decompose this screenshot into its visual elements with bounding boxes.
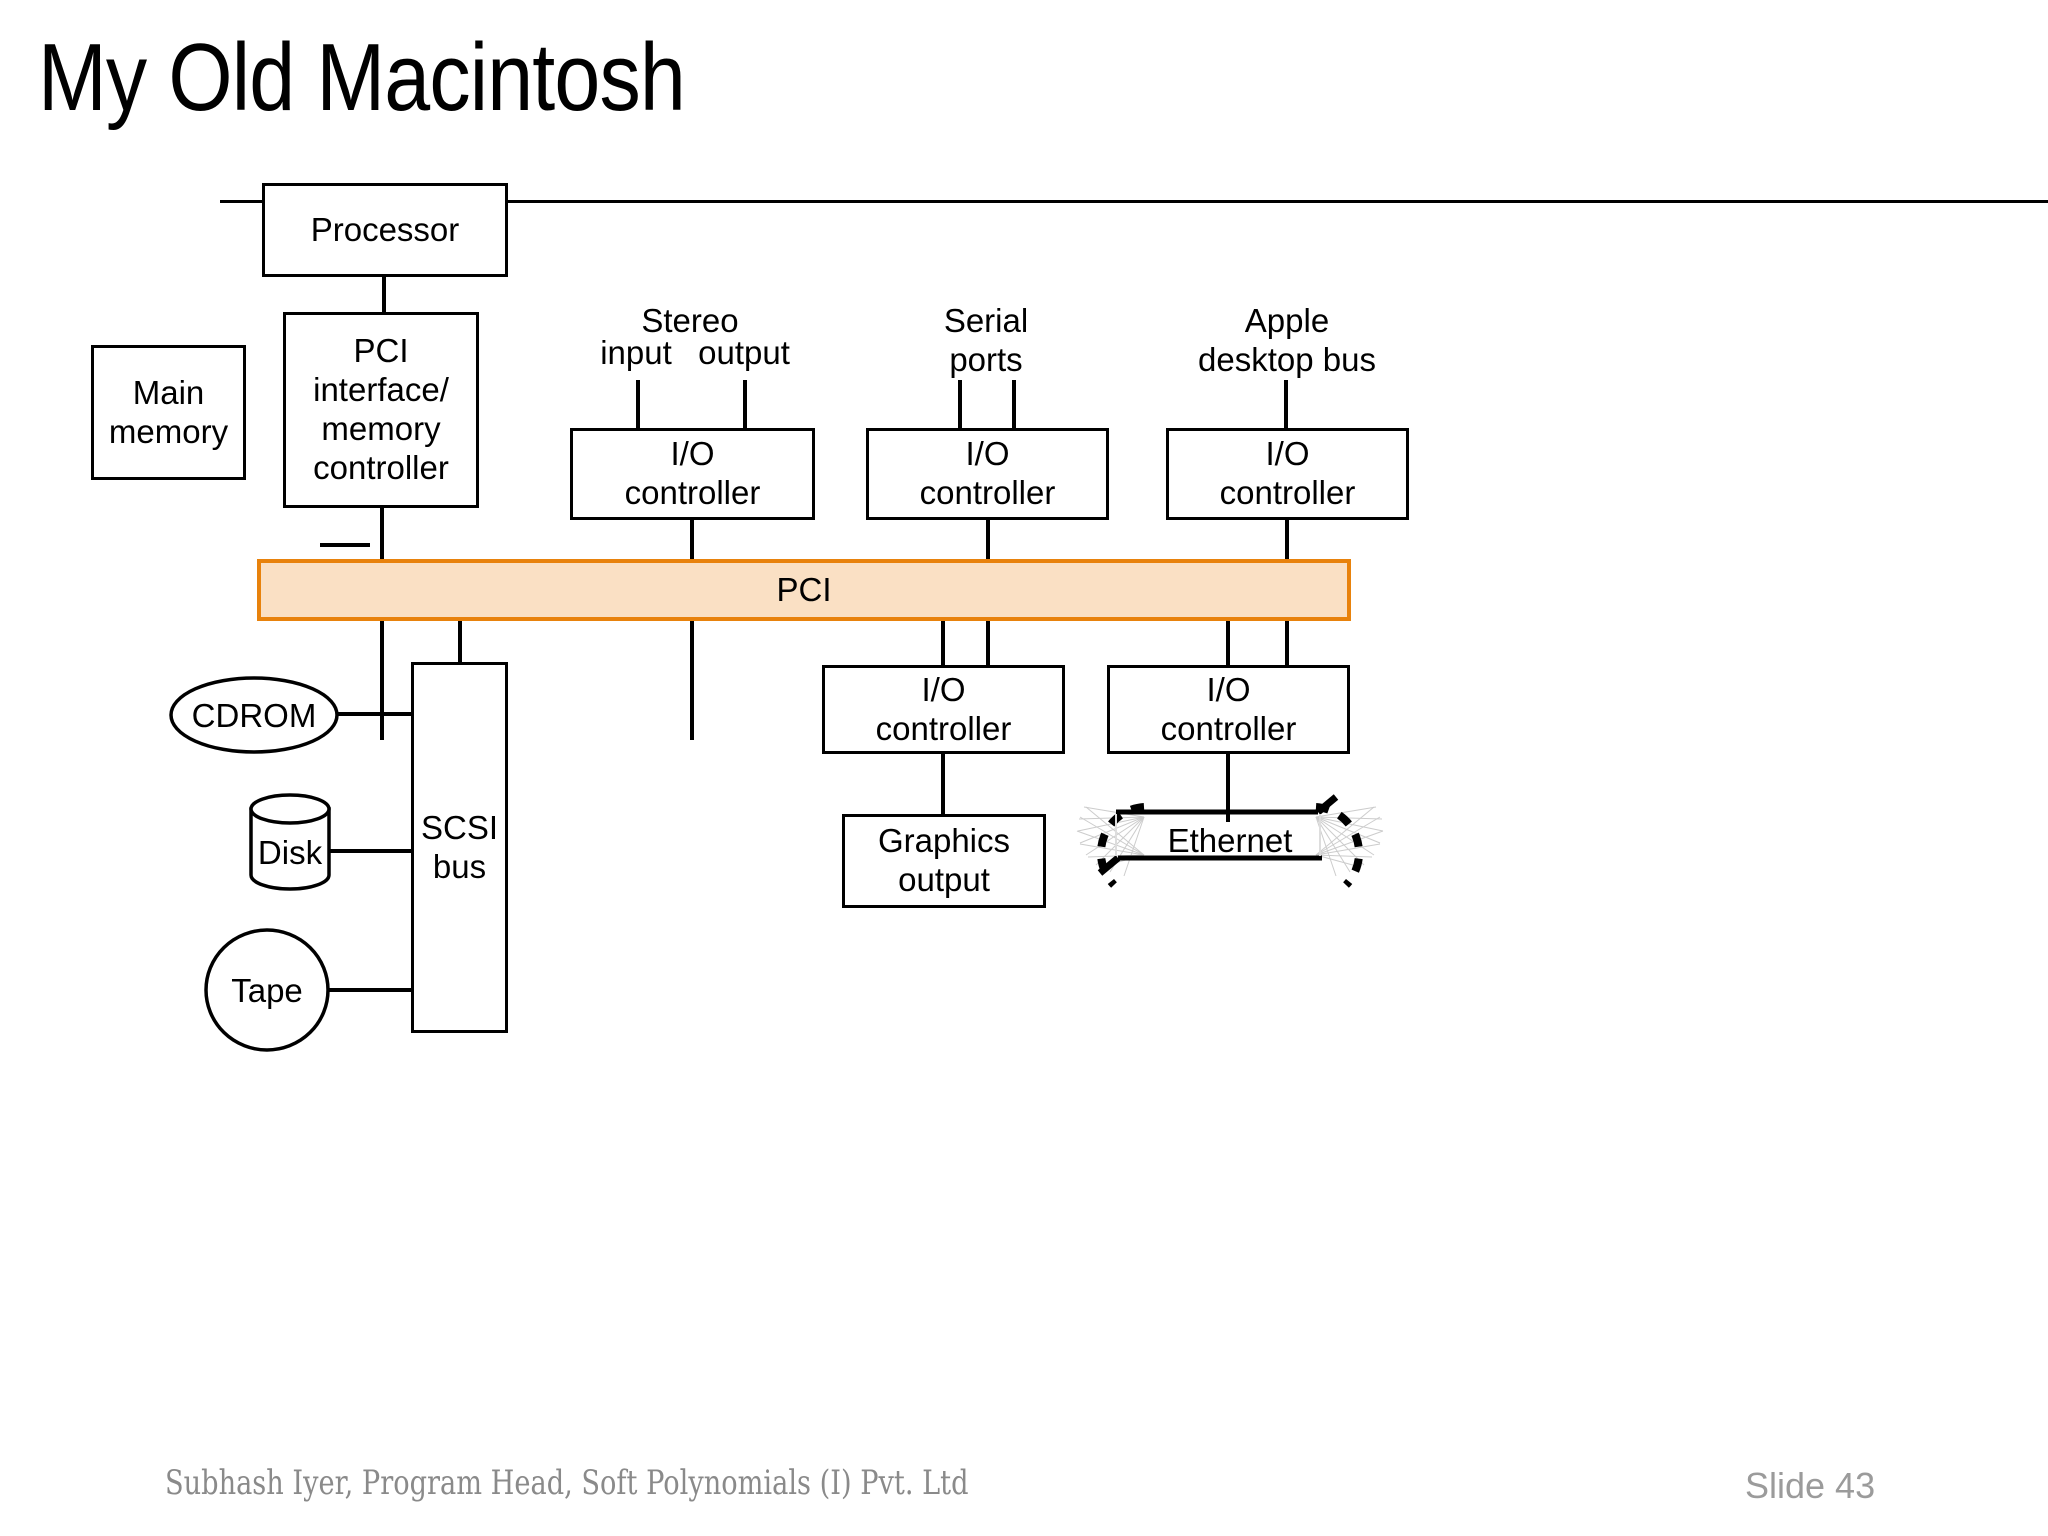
wire-main-memory-to-pci-interface <box>320 543 370 547</box>
page-title: My Old Macintosh <box>38 24 686 131</box>
wire-serial-port-stub-1 <box>958 380 962 428</box>
wire-cdrom-to-scsi-bus <box>333 712 416 716</box>
wire-tape-to-scsi-bus <box>329 988 416 992</box>
label-stereo-input: input <box>600 334 672 371</box>
shape-ethernet[interactable] <box>1070 781 1390 897</box>
node-io-controller-ethernet[interactable]: I/O controller <box>1107 665 1350 754</box>
wire-io-adb-to-pci-bus <box>1285 518 1289 740</box>
wire-pci-interface-to-pci-bus <box>380 505 384 740</box>
wire-pci-bus-to-io-graphics <box>941 618 945 668</box>
node-graphics-output[interactable]: Graphics output <box>842 814 1046 908</box>
wire-processor-to-pci-interface <box>382 274 386 324</box>
label-stereo-output: output <box>698 334 790 371</box>
wire-pci-bus-to-scsi-bus <box>458 618 462 668</box>
wire-io-stereo-to-pci-bus <box>690 518 694 740</box>
title-divider-rule <box>220 200 2048 203</box>
wire-disk-to-scsi-bus <box>327 849 416 853</box>
wire-io-ethernet-to-ethernet <box>1226 752 1230 822</box>
wire-io-graphics-to-graphics-output <box>941 752 945 816</box>
footer-credit: Subhash Iyer, Program Head, Soft Polynom… <box>165 1463 969 1503</box>
wire-io-serial-to-pci-bus <box>986 518 990 740</box>
node-main-memory[interactable]: Main memory <box>91 345 246 480</box>
wire-stereo-output-stub <box>743 380 747 428</box>
node-pci-bus[interactable]: PCI <box>257 559 1351 621</box>
node-io-controller-stereo[interactable]: I/O controller <box>570 428 815 520</box>
node-processor[interactable]: Processor <box>262 183 508 277</box>
label-serial-ports: Serial ports <box>943 302 1029 378</box>
node-scsi-bus[interactable]: SCSI bus <box>411 662 508 1033</box>
node-pci-interface-memory-controller[interactable]: PCI interface/ memory controller <box>283 312 479 508</box>
wire-apple-desktop-bus-stub <box>1284 380 1288 428</box>
shape-cdrom-ellipse[interactable] <box>168 675 340 755</box>
footer-slide-number: Slide 43 <box>1745 1465 1876 1506</box>
wire-pci-bus-to-io-ethernet <box>1226 618 1230 668</box>
label-stereo: Stereo <box>641 302 739 339</box>
node-io-controller-serial[interactable]: I/O controller <box>866 428 1109 520</box>
shape-disk-cylinder[interactable] <box>249 793 331 891</box>
node-io-controller-apple-desktop-bus[interactable]: I/O controller <box>1166 428 1409 520</box>
wire-stereo-input-stub <box>636 380 640 428</box>
shape-tape-circle[interactable] <box>203 927 331 1053</box>
node-io-controller-graphics[interactable]: I/O controller <box>822 665 1065 754</box>
label-apple-desktop-bus: Apple desktop bus <box>1198 302 1376 378</box>
wire-serial-port-stub-2 <box>1012 380 1016 428</box>
